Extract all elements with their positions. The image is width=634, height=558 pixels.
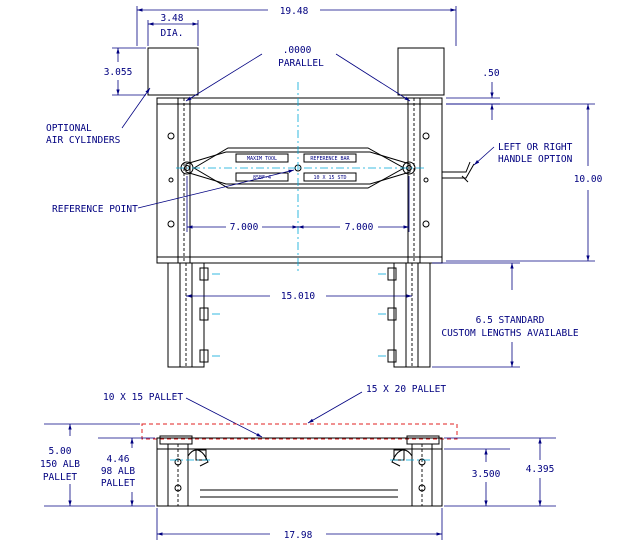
callout-pallet-small: 10 X 15 PALLET — [103, 392, 183, 403]
dim-pallet-150-weight: 150 ALB — [40, 459, 80, 470]
dim-top-offset: .50 — [482, 68, 499, 79]
callout-handle-line1: LEFT OR RIGHT — [498, 142, 573, 153]
dim-pallet-150-label: PALLET — [43, 472, 78, 483]
dim-pallet-98-weight: 98 ALB — [101, 466, 136, 477]
left-rail — [167, 262, 209, 368]
clamp-right — [390, 443, 433, 507]
mount-hole — [167, 220, 175, 228]
callout-reference-point: REFERENCE POINT — [52, 204, 138, 215]
bar-label-maker: MAXIM TOOL — [247, 156, 277, 162]
dim-left-spacing: 7.000 — [230, 222, 259, 233]
dim-pallet-98-value: 4.46 — [107, 454, 130, 465]
dim-length-custom: CUSTOM LENGTHS AVAILABLE — [441, 328, 579, 339]
dim-side-height-b: 4.395 — [526, 464, 555, 475]
dim-right-spacing: 7.000 — [345, 222, 374, 233]
clamp-left — [167, 443, 210, 507]
reference-bar — [185, 151, 411, 185]
dim-pallet-150-value: 5.00 — [49, 446, 72, 457]
bar-label-size: 10 X 15 STD — [313, 175, 346, 181]
mount-hole — [422, 132, 430, 140]
dim-parallel-value: .0000 — [283, 45, 312, 56]
callout-pallet-large: 15 X 20 PALLET — [366, 384, 446, 395]
handle — [442, 161, 475, 179]
dim-length-standard: 6.5 STANDARD — [476, 315, 545, 326]
base-frame — [156, 437, 443, 507]
air-cylinder-left — [147, 47, 199, 96]
mount-hole — [167, 132, 175, 140]
dim-pallet-98-label: PALLET — [101, 478, 136, 489]
dim-cylinder-diameter: 3.48 — [161, 13, 184, 24]
dim-rail-spacing: 15.010 — [281, 291, 316, 302]
bar-label-title: REFERENCE BAR — [310, 156, 350, 162]
air-cylinder-right — [397, 47, 445, 96]
dim-body-height: 10.00 — [574, 174, 603, 185]
dim-cylinder-diameter-unit: DIA. — [161, 28, 184, 39]
mount-hole — [422, 220, 430, 228]
pallet-outline-large — [141, 423, 458, 440]
dim-side-height-a: 3.500 — [472, 469, 501, 480]
dim-parallel-label: PARALLEL — [278, 58, 324, 69]
callout-optional-line2: AIR CYLINDERS — [46, 135, 121, 146]
dim-bottom-width: 17.98 — [284, 530, 313, 541]
fixture-body — [156, 97, 443, 264]
dim-top-width: 19.48 — [280, 6, 309, 17]
callout-handle-line2: HANDLE OPTION — [498, 154, 573, 165]
plan-view: MAXIM TOOL REFERENCE BAR 85BF-4 10 X 15 … — [46, 6, 603, 368]
callout-optional-line1: OPTIONAL — [46, 123, 92, 134]
dim-cylinder-height: 3.055 — [104, 67, 133, 78]
front-view: 10 X 15 PALLET 15 X 20 PALLET — [40, 384, 556, 541]
right-rail — [387, 262, 431, 368]
